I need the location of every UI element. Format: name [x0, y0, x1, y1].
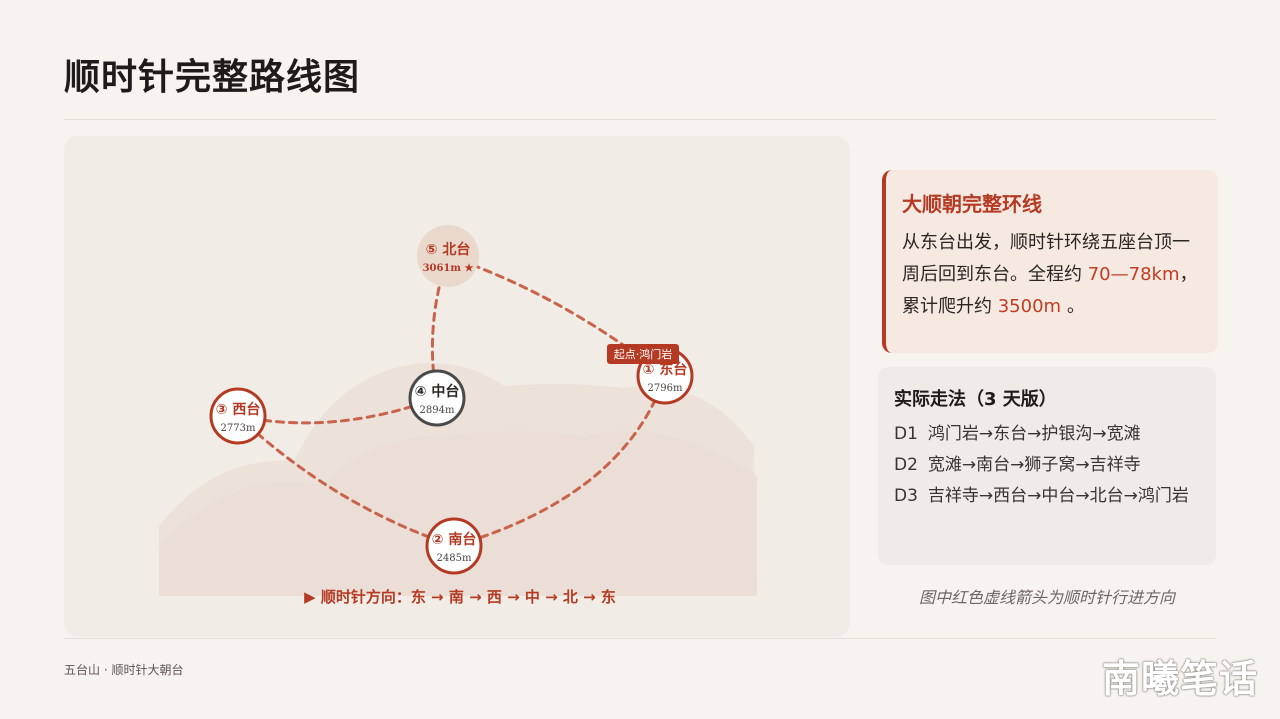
map-caption: 图中红色虚线箭头为顺时针行进方向	[918, 588, 1175, 607]
station-elevation: 2485m	[437, 553, 472, 564]
station-label: ③ 西台	[216, 401, 261, 418]
itinerary-card: 实际走法（3 天版） D1 鸿门岩→东台→护银沟→宽滩 D2 宽滩→南台→狮子窝→吉…	[878, 367, 1216, 565]
day-label: D1	[894, 424, 918, 444]
station-west: ③ 西台 2773m	[209, 387, 267, 445]
itinerary-day: D1 鸿门岩→东台→护银沟→宽滩	[894, 419, 1200, 450]
station-marker	[209, 387, 267, 445]
summary-card: 大顺朝完整环线 从东台出发，顺时针环绕五座台顶一周后回到东台。全程约 70—78…	[882, 170, 1218, 353]
station-south: ② 南台 2485m	[425, 517, 483, 575]
station-label: ⑤ 北台	[426, 241, 471, 258]
climb-value: 3500m	[997, 296, 1062, 317]
summary-separator: ，累计爬升约	[902, 264, 1198, 317]
day-label: D2	[894, 455, 918, 475]
station-center: ④ 中台 2894m	[408, 369, 466, 427]
watermark-logo: 南曦笔话	[1101, 657, 1258, 701]
station-label: ① 东台	[643, 361, 688, 378]
footer-divider	[64, 638, 1216, 639]
itinerary-day: D2 宽滩→南台→狮子窝→吉祥寺	[894, 450, 1200, 481]
station-north: ⑤ 北台 3061m ★	[417, 225, 479, 287]
day-route: 吉祥寺→西台→中台→北台→鸿门岩	[927, 486, 1189, 506]
itinerary-title: 实际走法（3 天版）	[894, 389, 1057, 410]
summary-title: 大顺朝完整环线	[902, 192, 1042, 216]
day-label: D3	[894, 486, 918, 506]
station-marker	[417, 225, 479, 287]
start-point-badge: 起点·鸿门岩	[607, 344, 679, 364]
distance-value: 70—78km	[1087, 264, 1180, 285]
station-label: ② 南台	[432, 531, 477, 548]
route-segment-south-west	[236, 414, 456, 548]
station-elevation: 2773m	[221, 423, 256, 434]
start-badge-background	[607, 344, 679, 364]
page-title: 顺时针完整路线图	[64, 57, 361, 98]
route-map-panel: ① 东台 2796m ② 南台 2485m ③ 西台 2773m ④ 中台 2894m ⑤ 北台…	[64, 136, 850, 637]
summary-end: 。	[1066, 296, 1085, 317]
day-route: 鸿门岩→东台→护银沟→宽滩	[927, 424, 1141, 444]
station-label: ④ 中台	[415, 383, 460, 400]
station-marker	[408, 369, 466, 427]
station-elevation: 2894m	[420, 405, 455, 416]
direction-legend: ▶ 顺时针方向：东 → 南 → 西 → 中 → 北 → 东	[304, 588, 616, 606]
route-segment-east-south	[452, 374, 667, 548]
itinerary-day: D3 吉祥寺→西台→中台→北台→鸿门岩	[894, 481, 1200, 512]
header-divider	[64, 119, 1216, 120]
summary-line: 从东台出发，顺时针环绕五座台顶一周后回到东台。全程约	[902, 232, 1190, 285]
route-map: ① 东台 2796m ② 南台 2485m ③ 西台 2773m ④ 中台 2894m ⑤ 北台…	[159, 225, 757, 596]
start-badge-label: 起点·鸿门岩	[614, 347, 673, 361]
mountain-ridge-back	[159, 431, 757, 596]
summary-text: 从东台出发，顺时针环绕五座台顶一周后回到东台。全程约 70—78km，累计爬升约…	[902, 227, 1200, 323]
footer-text: 五台山 · 顺时针大朝台	[64, 663, 184, 677]
station-marker	[425, 517, 483, 575]
station-elevation: 3061m ★	[423, 263, 474, 274]
day-route: 宽滩→南台→狮子窝→吉祥寺	[927, 455, 1141, 475]
station-elevation: 2796m	[648, 383, 683, 394]
